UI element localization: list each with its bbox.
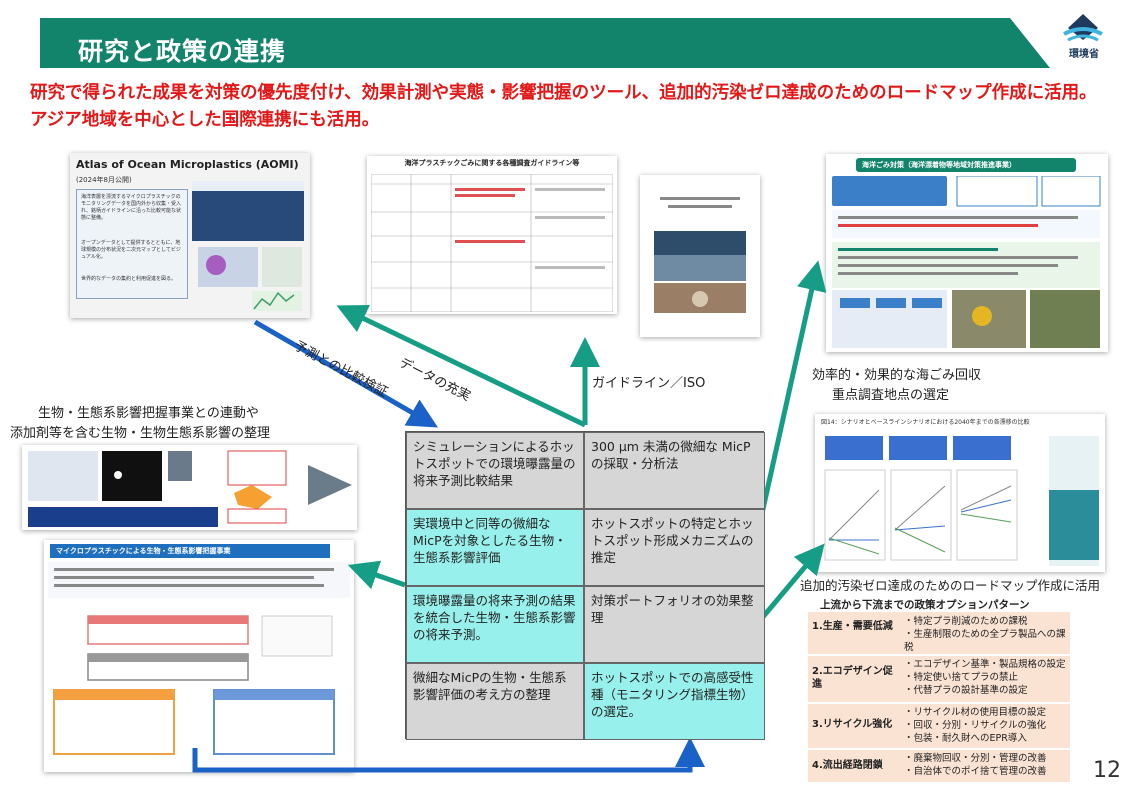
policy-option-detail: ・廃棄物回収・分別・管理の改善 <box>904 753 1047 764</box>
aomi-description-box: 海洋表層を漂流するマイクロプラスチックのモニタリングデータを国内外から収集・受入… <box>76 189 188 299</box>
guideline-table-image <box>371 174 613 312</box>
aomi-title: Atlas of Ocean Microplastics (AOMI) <box>76 158 299 171</box>
arrow-efficient <box>752 260 827 546</box>
policy-option-detail: ・生産制限のための全プラ製品への課税 <box>904 629 1066 653</box>
label-efficient-1: 効率的・効果的な海ごみ回収 <box>812 368 982 383</box>
grid-cell: ホットスポットでの高感受性種（モニタリング指標生物）の選定。 <box>584 663 765 740</box>
policy-option-name: 4.流出経路閉鎖 <box>812 760 883 771</box>
report-cover-image <box>640 175 760 337</box>
grid-cell: 300 μm 未満の微細な MicPの採取・分析法 <box>584 432 765 509</box>
grid-cell: シミュレーションによるホットスポットでの環境曝露量の将来予測比較結果 <box>406 432 584 509</box>
policy-option-detail: ・回収・分別・リサイクルの強化 <box>904 720 1047 731</box>
policy-option-detail: ・包装・耐久財へのEPR導入 <box>904 733 1027 744</box>
label-bio-2: 添加剤等を含む生物・生物生態系影響の整理 <box>10 426 271 441</box>
grid-cell: 実環境中と同等の微細な MicPを対象としたる生物・生態系影響評価 <box>406 509 584 586</box>
page-number: 12 <box>1093 758 1121 783</box>
policy-option-row: 4.流出経路閉鎖 ・廃棄物回収・分別・管理の改善 ・自治体でのポイ捨て管理の改善 <box>808 750 1070 782</box>
policy-option-name: 1.生産・需要低減 <box>812 621 893 632</box>
aomi-bullet: オープンデータとして提供するとともに、地球規模の分布状況を二次元マップとしてビジ… <box>81 240 181 260</box>
micro-plastic-thumbnail: マイクロプラスチックによる生物・生態系影響把握事業 <box>44 540 354 772</box>
policy-table-title: 上流から下流までの政策オプションパターン <box>820 599 1030 611</box>
bio-effects-image <box>22 445 357 530</box>
policy-option-detail: ・代替プラの設計基準の設定 <box>904 685 1028 696</box>
aomi-bullet: 海洋表層を漂流するマイクロプラスチックのモニタリングデータを国内外から収集・受入… <box>81 194 182 221</box>
policy-option-row: 2.エコデザイン促進 ・エコデザイン基準・製品規格の設定 ・特定使い捨てプラの禁… <box>808 656 1070 702</box>
aomi-date: (2024年8月公開) <box>76 176 132 184</box>
policy-option-name: 2.エコデザイン促進 <box>812 666 893 690</box>
bio-effects-thumbnail <box>22 445 357 530</box>
lead-text: 研究で得られた成果を対策の優先度付け、効果計測や実態・影響把握のツール、追加的汚… <box>30 83 1097 130</box>
report-cover-thumbnail <box>640 175 760 337</box>
aomi-bullet: 世界的なデータの集約と利用促進を図る。 <box>81 276 177 282</box>
policy-option-row: 3.リサイクル強化 ・リサイクル材の使用目標の設定 ・回収・分別・リサイクルの強… <box>808 704 1070 748</box>
grid-cell: 微細なMicPの生物・生態系影響評価の考え方の整理 <box>406 663 584 740</box>
policy-option-row: 1.生産・需要低減 ・特定プラ削減のための課税 ・生産制限のための全プラ製品への… <box>808 612 1070 654</box>
research-policy-grid: シミュレーションによるホットスポットでの環境曝露量の将来予測比較結果 300 μ… <box>405 431 765 740</box>
roadmap-thumbnail: 図14：シナリオとベースラインシナリオにおける2040年までの各漂移の比較 <box>815 414 1105 572</box>
marine-litter-thumbnail: 海洋ごみ対策（海洋漂着物等地域対策推進事業） <box>826 154 1108 352</box>
micro-plastic-title: マイクロプラスチックによる生物・生態系影響把握事業 <box>50 544 330 558</box>
guideline-thumbnail: 海洋プラスチックごみに関する各種調査ガイドライン等 <box>367 156 617 314</box>
grid-cell: 対策ポートフォリオの効果整理 <box>584 586 765 663</box>
roadmap-doc-title: 図14：シナリオとベースラインシナリオにおける2040年までの各漂移の比較 <box>821 419 1030 426</box>
roadmap-chart-image <box>824 436 1099 566</box>
grid-cell: 環境曝露量の将来予測の結果を統合した生物・生態系影響の将来予測。 <box>406 586 584 663</box>
label-guideline: ガイドライン／ISO <box>592 376 706 391</box>
arrow-roadmap <box>760 543 825 620</box>
page-title: 研究と政策の連携 <box>78 37 287 66</box>
arrow-bio <box>347 560 406 590</box>
aomi-thumbnail: Atlas of Ocean Microplastics (AOMI) (202… <box>70 153 310 318</box>
label-roadmap: 追加的汚染ゼロ達成のためのロードマップ作成に活用 <box>800 578 1101 593</box>
label-bio-1: 生物・生態系影響把握事業との連動や <box>38 406 259 421</box>
policy-option-detail: ・エコデザイン基準・製品規格の設定 <box>904 659 1066 670</box>
policy-option-detail: ・リサイクル材の使用目標の設定 <box>904 707 1047 718</box>
guideline-title: 海洋プラスチックごみに関する各種調査ガイドライン等 <box>367 156 617 170</box>
policy-option-detail: ・特定プラ削減のための課税 <box>904 616 1028 627</box>
arrow-data <box>336 304 587 428</box>
ministry-name: 環境省 <box>1069 49 1099 60</box>
grid-cell: ホットスポットの特定とホットスポット形成メカニズムの推定 <box>584 509 765 586</box>
arrow-prediction <box>253 319 438 428</box>
policy-option-detail: ・特定使い捨てプラの禁止 <box>904 672 1019 683</box>
policy-option-detail: ・自治体でのポイ捨て管理の改善 <box>904 766 1047 777</box>
marine-litter-title: 海洋ごみ対策（海洋漂着物等地域対策推進事業） <box>856 158 1076 172</box>
title-banner <box>40 18 1050 68</box>
policy-option-name: 3.リサイクル強化 <box>812 719 893 730</box>
marine-litter-image <box>832 176 1101 348</box>
aomi-screenshot-image <box>192 181 304 311</box>
ministry-logo-icon <box>1063 14 1103 42</box>
arrow-bottom-loop <box>192 737 705 773</box>
micro-plastic-diagram-image <box>48 562 350 755</box>
label-efficient-2: 重点調査地点の選定 <box>832 388 950 403</box>
